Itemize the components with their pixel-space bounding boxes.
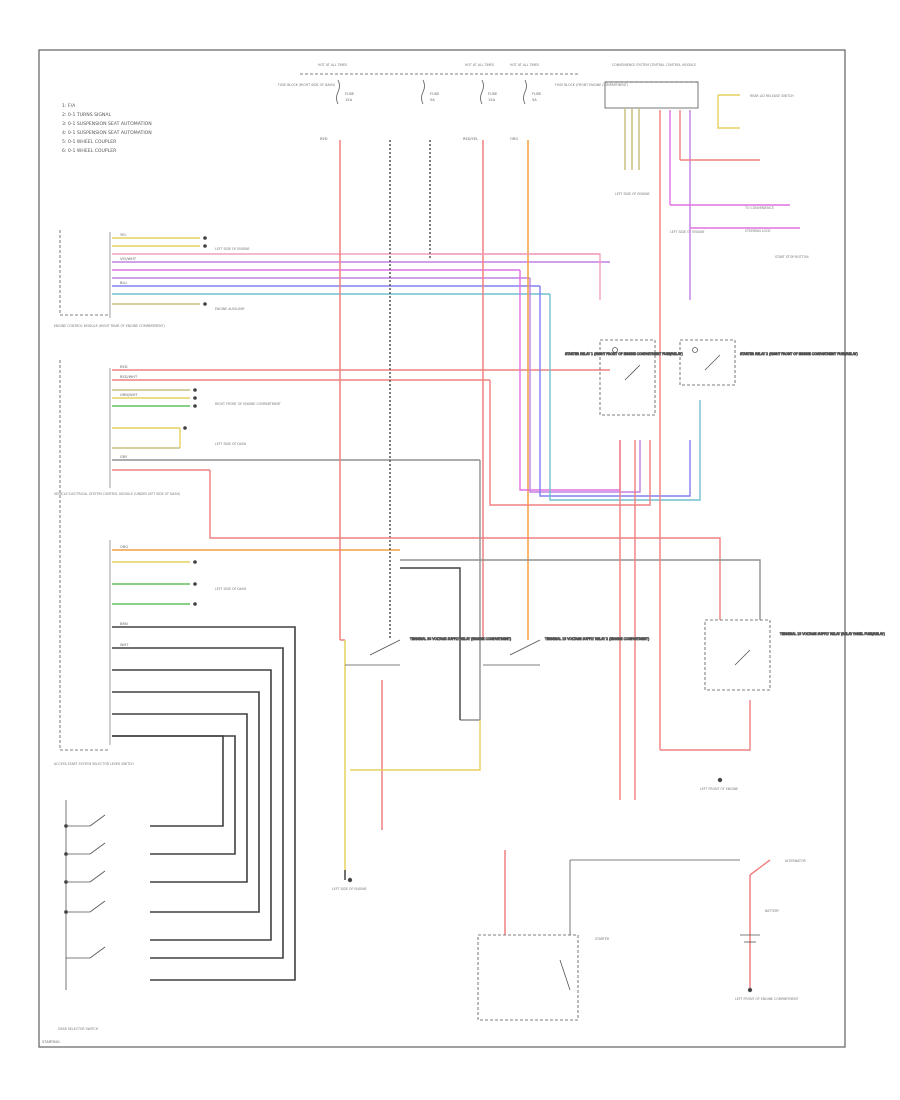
relay-1: STARTER RELAY 1 (RIGHT FRONT OF ENGINE C… — [565, 339, 683, 416]
wire-label: RED — [120, 365, 128, 369]
ecm-note: RIGHT FRONT OF ENGINE COMPARTMENT — [215, 402, 281, 406]
fuse-3-rating: 15A — [488, 98, 496, 102]
fuse-1-rating: 15A — [345, 98, 353, 102]
legend-item: 3: 0-1 SUSPENSION SEAT AUTOMATION — [62, 121, 152, 127]
fuse-block-note: FUSE BLOCK (FRONT ENGINE COMPARTMENT) — [555, 83, 628, 87]
relay-5: TERMINAL 15 VOLTAGE SUPPLY RELAY 2 (ENGI… — [483, 637, 650, 666]
wire-harness-left-lower — [112, 549, 400, 606]
access-start-label: ACCESS START SYSTEM SELECTOR LEVER SWITC… — [54, 762, 134, 766]
fuse-2: FUSE — [430, 92, 440, 96]
diagram-frame — [38, 49, 846, 1048]
relay-5-label: TERMINAL 15 VOLTAGE SUPPLY RELAY 2 (ENGI… — [544, 637, 649, 641]
wire-label: ORG — [120, 545, 128, 549]
legend-item: 1: F/A — [62, 103, 76, 109]
wire-label: GRN/WHT — [120, 393, 138, 397]
switch-note: TO CONVENIENCE — [744, 206, 774, 210]
engine-ecm-label: ENGINE CONTROL MODULE (RIGHT REAR OF ENG… — [54, 324, 165, 328]
footer-label: STARTING — [42, 1040, 60, 1044]
fuse-4: FUSE — [532, 92, 542, 96]
vehicle-electrical-label: VEHICLE ELECTRICAL SYSTEM CONTROL MODULE… — [54, 492, 180, 496]
fuse-3: FUSE — [488, 92, 498, 96]
ground-mid-label: LEFT FRONT OF ENGINE — [700, 787, 738, 791]
legend-item: 2: 0-1 TURNS SIGNAL — [62, 112, 111, 118]
cross-wires — [209, 94, 800, 800]
fuse-block-label: HOT AT ALL TIMES — [318, 63, 347, 67]
ground-left-label: LEFT SIDE OF ENGINE — [332, 887, 367, 891]
wire-label: YEL — [120, 233, 126, 237]
wire-label: BRN — [120, 622, 128, 626]
wire-harness-left-middle — [112, 369, 610, 471]
ground-note: LEFT SIDE OF ENGINE — [615, 192, 650, 196]
legend-item: 6: 0-1 WHEEL COUPLER — [62, 148, 117, 154]
fuse-block-note: FUSE BLOCK (RIGHT SIDE OF DASH) — [278, 83, 335, 87]
relay-4: TERMINAL 50 VOLTAGE SUPPLY RELAY (ENGINE… — [345, 637, 512, 666]
feed-wires — [339, 140, 529, 880]
selector-switch-wires — [112, 626, 296, 981]
starter-label: STARTER — [595, 937, 610, 941]
relay-3-label: TERMINAL 15 VOLTAGE SUPPLY RELAY (RELAY … — [779, 632, 885, 636]
convenience-module: CONVENIENCE SYSTEM CENTRAL CONTROL MODUL… — [604, 63, 809, 259]
legend: 1: F/A 2: 0-1 TURNS SIGNAL 3: 0-1 SUSPEN… — [62, 103, 152, 154]
wire-label: RED/WHT — [120, 375, 138, 379]
ground-right-label: LEFT FRONT OF ENGINE COMPARTMENT — [735, 997, 798, 1001]
module-label: CONVENIENCE SYSTEM CENTRAL CONTROL MODUL… — [612, 63, 696, 67]
instrument-note: LEFT SIDE OF DASH — [215, 442, 247, 446]
fuse-block-label: HOT AT ALL TIMES — [465, 63, 494, 67]
relay-2-label: STARTER RELAY 2 (RIGHT FRONT OF ENGINE C… — [740, 352, 858, 356]
wire-label: WHT — [120, 643, 129, 647]
fuse-block-top: HOT AT ALL TIMES HOT AT ALL TIMES HOT AT… — [278, 63, 628, 105]
wire-label: RED/YEL — [463, 137, 478, 141]
fuse-left-note: LEFT SIDE OF DASH — [215, 587, 247, 591]
fuse-2-rating: 5A — [430, 98, 435, 102]
relay-4-label: TERMINAL 50 VOLTAGE SUPPLY RELAY (ENGINE… — [409, 637, 511, 641]
relay-2: STARTER RELAY 2 (RIGHT FRONT OF ENGINE C… — [679, 339, 858, 386]
wire-harness-left-upper — [112, 236, 610, 306]
selector-switch-label: GEAR SELECTOR SWITCH — [58, 1027, 99, 1031]
relay-1-label: STARTER RELAY 1 (RIGHT FRONT OF ENGINE C… — [565, 352, 683, 356]
steering-lock-label: STEERING LOCK — [745, 229, 771, 233]
fuse-block-label: HOT AT ALL TIMES — [510, 63, 539, 67]
wire-label: RED — [320, 137, 328, 141]
fuse-1: FUSE — [345, 92, 355, 96]
wire-label: VIO/WHT — [120, 257, 137, 261]
ecm-note: LEFT SIDE OF ENGINE — [215, 247, 250, 251]
fuse-4-rating: 5A — [532, 98, 537, 102]
wire-label: ORG — [510, 137, 518, 141]
relay-3: TERMINAL 15 VOLTAGE SUPPLY RELAY (RELAY … — [704, 619, 885, 691]
module-pins — [624, 108, 640, 170]
starter-battery — [347, 777, 771, 1021]
battery-label: BATTERY — [765, 909, 779, 913]
ground-note: LEFT SIDE OF ENGINE — [670, 230, 705, 234]
engine-note: ENGINE AUXILIARY — [215, 307, 245, 311]
alternator-label: ALTERNATOR — [785, 859, 806, 863]
selector-switch — [64, 800, 106, 990]
wire-label: BLU — [120, 281, 127, 285]
legend-item: 5: 0-1 WHEEL COUPLER — [62, 139, 117, 145]
start-button-label: START STOP BUTTON — [775, 255, 809, 259]
legend-item: 4: 0-1 SUSPENSION SEAT AUTOMATION — [62, 130, 152, 136]
left-modules: ENGINE CONTROL MODULE (RIGHT REAR OF ENG… — [54, 230, 281, 1031]
wire-label: GRY — [120, 455, 128, 459]
rear-lid-switch-label: REAR LID RELEASE SWITCH — [750, 94, 794, 98]
